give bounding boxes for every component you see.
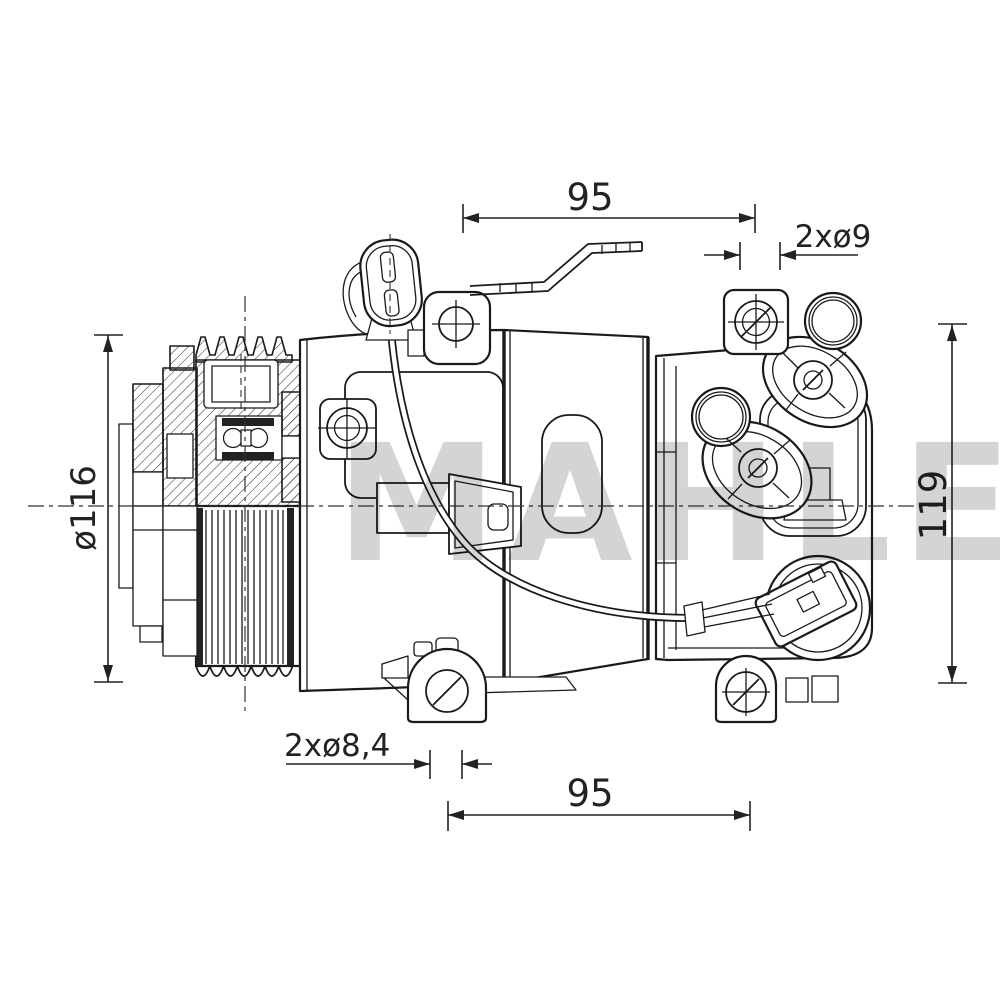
front-plate <box>132 505 198 657</box>
mounting-ear-top <box>407 290 492 366</box>
dim-left-diameter-label: ø116 <box>64 465 104 551</box>
mounting-lug-bottom-center <box>381 637 577 724</box>
clutch-pocket-mid <box>166 433 194 479</box>
rear-mount-pad <box>722 288 790 356</box>
dim-bottom-width: 95 <box>447 772 751 831</box>
clutch-section-left <box>132 383 164 473</box>
dim-right-height: 119 <box>912 323 967 684</box>
mounting-lug-bottom-right <box>714 654 778 724</box>
bearing-race-bottom <box>222 452 274 460</box>
dim-left-diameter: ø116 <box>64 334 123 683</box>
dim-top-holes: 2xø9 <box>704 219 871 270</box>
pulley-ribs <box>194 504 302 677</box>
clutch-step <box>169 345 195 371</box>
bearing-race-top <box>222 418 274 426</box>
dim-right-height-label: 119 <box>912 470 955 541</box>
mounting-bracket <box>469 241 643 296</box>
centerlines <box>28 296 938 714</box>
port-stub <box>376 473 522 555</box>
suction-pipe-ring <box>690 386 752 448</box>
wire-junction <box>683 601 706 637</box>
wiring-harness <box>387 327 775 637</box>
dim-bottom-holes: 2xø8,4 <box>284 728 492 779</box>
dim-top-width: 95 <box>462 176 756 233</box>
dim-bottom-holes-label: 2xø8,4 <box>284 728 390 764</box>
lug-hole <box>425 669 469 713</box>
rear-feet <box>785 675 839 703</box>
mahle-watermark: MAHLE <box>336 411 1000 599</box>
electrical-connector-rear <box>754 554 872 662</box>
front-bolt-boss <box>318 398 377 460</box>
body-pill-recess <box>541 414 603 534</box>
pulley-groove-section <box>195 336 293 363</box>
suction-port <box>690 386 813 520</box>
clutch-pocket <box>132 471 164 507</box>
dim-bottom-width-label: 95 <box>566 772 613 815</box>
pulley-assembly <box>118 336 333 677</box>
dim-top-holes-label: 2xø9 <box>795 219 872 255</box>
electrical-connector-top <box>342 234 423 341</box>
dim-top-width-label: 95 <box>566 176 613 219</box>
discharge-port <box>761 291 869 521</box>
bearing-cage <box>240 429 252 447</box>
discharge-pipe-ring <box>803 291 863 351</box>
